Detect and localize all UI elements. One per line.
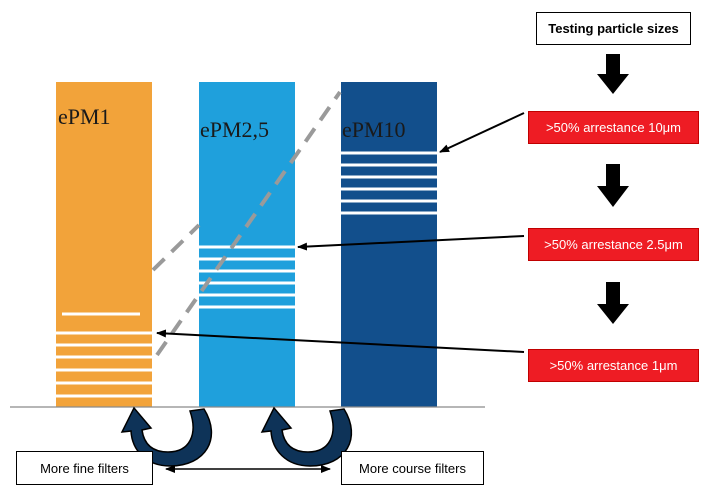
pointer-arrow-25 — [297, 235, 525, 251]
more-course-filters-box: More course filters — [341, 451, 484, 485]
epm1-stripes — [56, 312, 152, 398]
label-epm25: ePM2,5 — [200, 117, 270, 142]
arrestance-10-box: >50% arrestance 10μm — [528, 111, 699, 144]
curved-arrow-icon — [120, 406, 353, 467]
epm25-stripes — [199, 245, 295, 309]
testing-particle-sizes-box: Testing particle sizes — [536, 12, 691, 45]
pointer-arrow-10 — [439, 112, 525, 153]
pointer-arrow-1 — [156, 329, 525, 353]
arrestance-1-box: >50% arrestance 1μm — [528, 349, 699, 382]
arrow-down-icon — [597, 54, 629, 324]
label-epm10: ePM10 — [342, 117, 406, 142]
column-epm25 — [199, 82, 295, 407]
epm10-stripes — [341, 151, 437, 215]
dashed-guides — [151, 90, 342, 357]
label-epm1: ePM1 — [58, 104, 111, 129]
column-epm1 — [56, 82, 152, 407]
more-fine-filters-box: More fine filters — [16, 451, 153, 485]
arrestance-25-box: >50% arrestance 2.5μm — [528, 228, 699, 261]
